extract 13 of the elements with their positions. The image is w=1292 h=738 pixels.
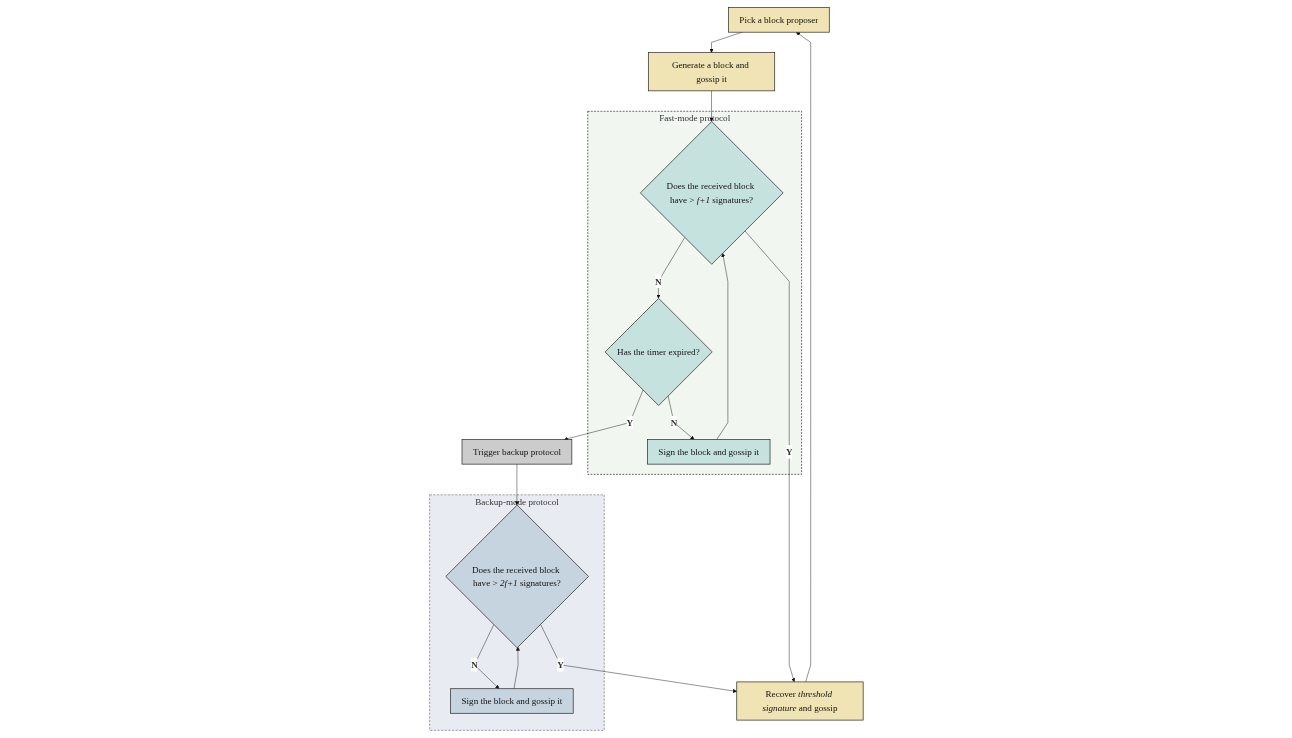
edge-label: N xyxy=(470,659,478,670)
edge-label: N xyxy=(654,276,662,287)
edge-label: Y xyxy=(556,659,564,670)
node-box: Pick a block proposer xyxy=(727,7,830,33)
node-box: Trigger backup protocol xyxy=(461,439,572,465)
edge-label: Y xyxy=(785,446,793,457)
node-diamond: Has the timer expired? xyxy=(604,298,713,406)
edge-label: Y xyxy=(626,417,633,428)
node-box: Sign the block and gossip it xyxy=(646,439,770,465)
node-box: Generate a block and gossip it xyxy=(647,52,775,92)
edge-label: N xyxy=(670,417,677,428)
node-box: Sign the block and gossip it xyxy=(449,688,574,714)
node-box: Recover threshold signature and gossip xyxy=(736,681,864,721)
